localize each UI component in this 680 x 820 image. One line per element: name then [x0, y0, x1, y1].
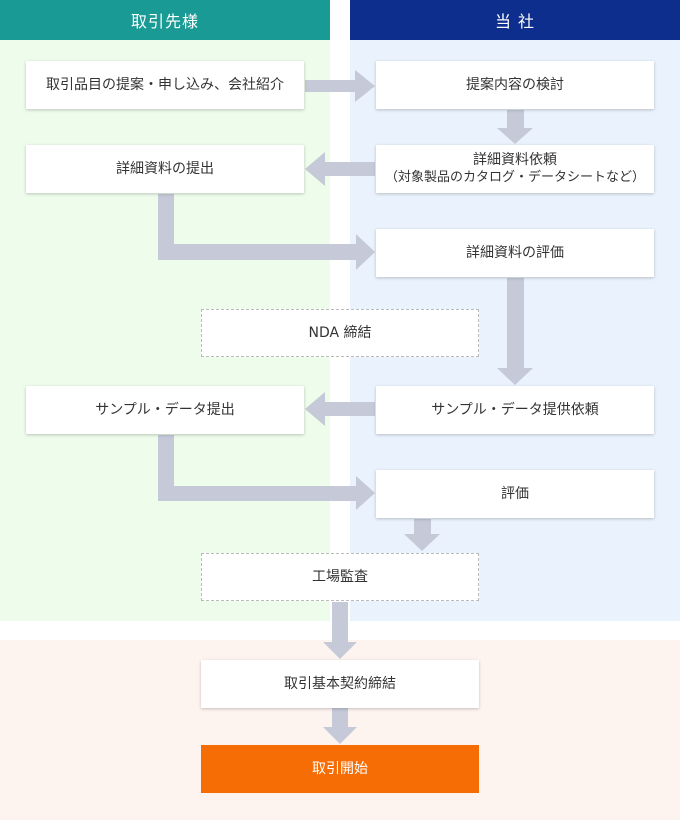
arrow-doc-submit-to-doc-eval	[158, 194, 375, 270]
step-doc-eval-label: 詳細資料の評価	[466, 245, 564, 261]
step-review: 提案内容の検討	[376, 61, 654, 109]
step-proposal-label: 取引品目の提案・申し込み、会社紹介	[46, 77, 284, 93]
step-audit-label: 工場監査	[312, 569, 368, 585]
step-doc-submit: 詳細資料の提出	[26, 145, 304, 193]
partner-column-header: 取引先様	[0, 0, 330, 40]
company-header-label: 当 社	[494, 12, 536, 31]
partner-header-label: 取引先様	[130, 12, 199, 31]
step-proposal: 取引品目の提案・申し込み、会社紹介	[26, 61, 304, 109]
step-doc-eval: 詳細資料の評価	[376, 229, 654, 277]
step-start-label: 取引開始	[312, 761, 368, 777]
arrow-sample-request-to-sample-submit	[305, 392, 375, 426]
arrow-review-to-doc-request	[497, 110, 533, 144]
arrow-doc-eval-to-sample-request	[497, 278, 533, 385]
step-contract: 取引基本契約締結	[201, 660, 479, 708]
step-review-label: 提案内容の検討	[466, 77, 564, 93]
arrow-doc-request-to-doc-submit	[305, 152, 375, 186]
arrow-sample-submit-to-eval	[158, 435, 375, 510]
step-sample-submit: サンプル・データ提出	[26, 386, 304, 434]
step-sample-request: サンプル・データ提供依頼	[376, 386, 654, 434]
step-sample-request-label: サンプル・データ提供依頼	[431, 402, 599, 418]
step-audit: 工場監査	[201, 553, 479, 601]
step-contract-label: 取引基本契約締結	[284, 676, 396, 692]
step-doc-request-label: 詳細資料依頼	[472, 152, 557, 168]
step-sample-submit-label: サンプル・データ提出	[95, 402, 235, 418]
step-nda-label: NDA 締結	[308, 325, 372, 341]
step-eval: 評価	[376, 470, 654, 518]
arrow-audit-to-contract	[323, 602, 357, 659]
step-start: 取引開始	[201, 745, 479, 793]
step-eval-label: 評価	[501, 486, 529, 502]
step-nda: NDA 締結	[201, 309, 479, 357]
arrow-proposal-to-review	[305, 70, 375, 102]
step-doc-request: 詳細資料依頼 （対象製品のカタログ・データシートなど）	[376, 145, 654, 193]
arrow-contract-to-start	[323, 708, 357, 744]
arrow-group	[158, 70, 533, 744]
step-doc-submit-label: 詳細資料の提出	[116, 161, 214, 177]
company-column-header: 当 社	[350, 0, 680, 40]
arrow-eval-to-audit	[404, 519, 440, 551]
step-doc-request-note: （対象製品のカタログ・データシートなど）	[384, 170, 645, 185]
